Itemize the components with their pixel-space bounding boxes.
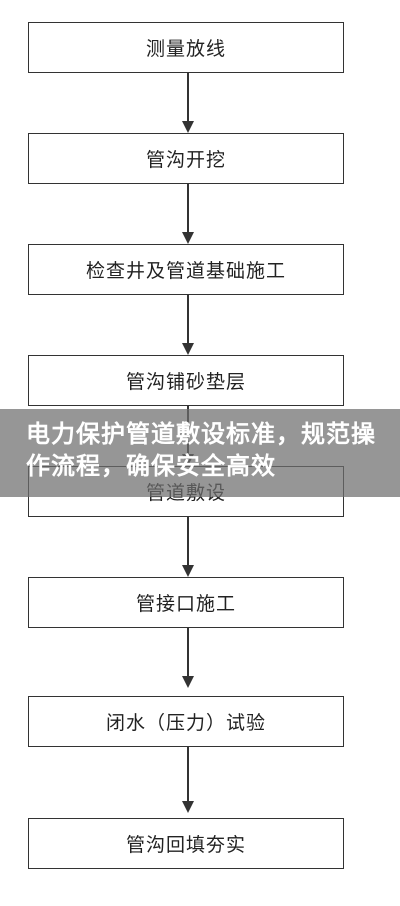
step-label: 管沟回填夯实 xyxy=(125,834,246,856)
step-label: 管沟开挖 xyxy=(145,149,226,171)
arrow-down-icon xyxy=(182,747,194,813)
step-trench-excavation: 管沟开挖 xyxy=(28,133,344,184)
step-label: 管接口施工 xyxy=(135,593,236,615)
step-sand-bedding: 管沟铺砂垫层 xyxy=(28,355,344,406)
step-backfill-compaction: 管沟回填夯实 xyxy=(28,818,344,869)
arrow-down-icon xyxy=(182,184,194,244)
arrow-down-icon xyxy=(182,73,194,133)
step-label: 管沟铺砂垫层 xyxy=(125,371,246,393)
step-pipe-joint: 管接口施工 xyxy=(28,577,344,628)
arrow-down-icon xyxy=(182,295,194,355)
step-survey-layout: 测量放线 xyxy=(28,22,344,73)
title-overlay-band xyxy=(0,409,400,497)
step-label: 测量放线 xyxy=(145,38,226,60)
step-water-pressure-test: 闭水（压力）试验 xyxy=(28,696,344,747)
overlay-title: 电力保护管道敷设标准，规范操作流程，确保安全高效 xyxy=(26,420,376,480)
step-label: 闭水（压力）试验 xyxy=(105,712,266,734)
arrow-down-icon xyxy=(182,628,194,688)
step-label: 检查井及管道基础施工 xyxy=(85,260,286,282)
arrow-down-icon xyxy=(182,517,194,577)
step-manhole-foundation: 检查井及管道基础施工 xyxy=(28,244,344,295)
